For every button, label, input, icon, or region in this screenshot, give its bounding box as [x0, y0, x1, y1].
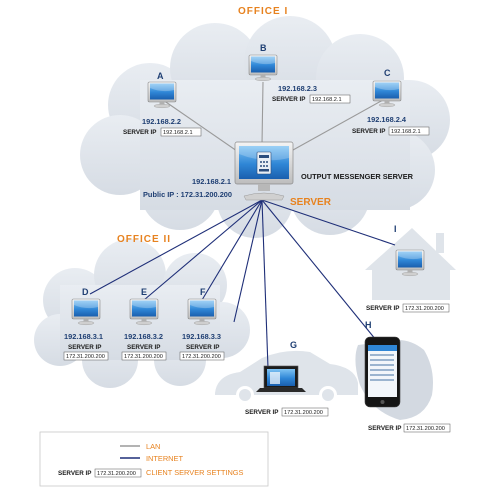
client-b-serverip-label: SERVER IP	[272, 96, 305, 103]
client-b[interactable]: B 192.168.2.3 SERVER IP 192.168.2.1	[248, 43, 351, 104]
client-f-letter: F	[200, 287, 206, 297]
client-c-serverip-box	[388, 126, 430, 136]
client-a-ip: 192.168.2.2	[142, 117, 181, 126]
server-computer-icon	[234, 141, 294, 201]
client-g-serverip-value: 172.31.200.200	[284, 410, 323, 416]
client-i-serverip-box	[402, 303, 450, 313]
legend-box	[39, 431, 269, 487]
client-f-ip: 192.168.3.3	[182, 332, 221, 341]
client-b-serverip-value: 192.168.2.1	[312, 97, 342, 103]
client-g-serverip-box	[281, 407, 329, 417]
client-c-serverip-label: SERVER IP	[352, 128, 385, 135]
client-a-serverip-label: SERVER IP	[123, 129, 156, 136]
legend-internet-label: INTERNET	[146, 454, 183, 463]
client-h-serverip-value: 172.31.200.200	[406, 426, 445, 432]
smartphone-icon	[364, 336, 401, 408]
client-h[interactable]: H SERVER IP 172.31.200.200	[364, 320, 451, 433]
client-i-serverip-label: SERVER IP	[366, 305, 399, 312]
client-d-ip: 192.168.3.1	[64, 332, 103, 341]
client-a-letter: A	[157, 71, 164, 81]
client-e-serverip-box	[121, 351, 167, 361]
client-h-serverip-box	[403, 423, 451, 433]
client-c[interactable]: C 192.168.2.4 SERVER IP 192.168.2.1	[352, 68, 430, 136]
server-ip: 192.168.2.1	[192, 177, 231, 186]
client-c-letter: C	[384, 68, 391, 78]
laptop-icon	[256, 365, 306, 392]
client-f-serverip-label: SERVER IP	[186, 344, 219, 351]
server-role-label: SERVER	[290, 197, 332, 208]
client-e-serverip-label: SERVER IP	[127, 344, 160, 351]
server-node[interactable]: 192.168.2.1 Public IP : 172.31.200.200 O…	[143, 141, 414, 208]
client-g-letter: G	[290, 340, 297, 350]
client-e-serverip-value: 172.31.200.200	[124, 354, 163, 360]
office1-label: OFFICE I	[238, 6, 288, 17]
client-e-ip: 192.168.3.2	[124, 332, 163, 341]
client-a-serverip-value: 192.168.2.1	[163, 130, 193, 136]
client-d-serverip-label: SERVER IP	[68, 344, 101, 351]
legend-serverip-box	[94, 468, 142, 478]
server-name: OUTPUT MESSENGER SERVER	[301, 172, 414, 181]
client-i[interactable]: I SERVER IP 172.31.200.200	[366, 224, 450, 313]
client-e[interactable]: E 192.168.3.2 SERVER IP 172.31.200.200	[121, 287, 167, 361]
client-d-serverip-box	[63, 351, 109, 361]
server-public-ip: Public IP : 172.31.200.200	[143, 190, 232, 199]
client-a[interactable]: A 192.168.2.2 SERVER IP 192.168.2.1	[123, 71, 202, 137]
office2-label: OFFICE II	[117, 234, 171, 245]
internet-lines	[89, 199, 396, 369]
legend-serverip-value: 172.31.200.200	[97, 471, 136, 477]
client-c-serverip-value: 192.168.2.1	[391, 129, 421, 135]
client-a-serverip-box	[160, 127, 202, 137]
legend: LAN INTERNET SERVER IP 172.31.200.200 CL…	[39, 431, 269, 487]
client-b-ip: 192.168.2.3	[278, 84, 317, 93]
client-d-letter: D	[82, 287, 89, 297]
client-d-serverip-value: 172.31.200.200	[66, 354, 105, 360]
legend-lan-label: LAN	[146, 442, 160, 451]
client-f[interactable]: F 192.168.3.3 SERVER IP 172.31.200.200	[179, 287, 225, 361]
client-f-serverip-box	[179, 351, 225, 361]
client-h-serverip-label: SERVER IP	[368, 425, 401, 432]
client-b-serverip-box	[309, 94, 351, 104]
client-i-letter: I	[394, 224, 397, 234]
client-h-letter: H	[365, 320, 372, 330]
client-g[interactable]: G SERVER IP 172.31.200.200	[245, 340, 329, 417]
legend-serverip-label: SERVER IP	[58, 470, 91, 477]
client-c-ip: 192.168.2.4	[367, 115, 407, 124]
client-f-serverip-value: 172.31.200.200	[182, 354, 221, 360]
legend-client-settings-label: CLIENT SERVER SETTINGS	[146, 468, 244, 477]
client-d[interactable]: D 192.168.3.1 SERVER IP 172.31.200.200	[63, 287, 109, 361]
client-e-letter: E	[141, 287, 147, 297]
client-b-letter: B	[260, 43, 267, 53]
client-i-serverip-value: 172.31.200.200	[405, 306, 444, 312]
client-g-serverip-label: SERVER IP	[245, 409, 278, 416]
